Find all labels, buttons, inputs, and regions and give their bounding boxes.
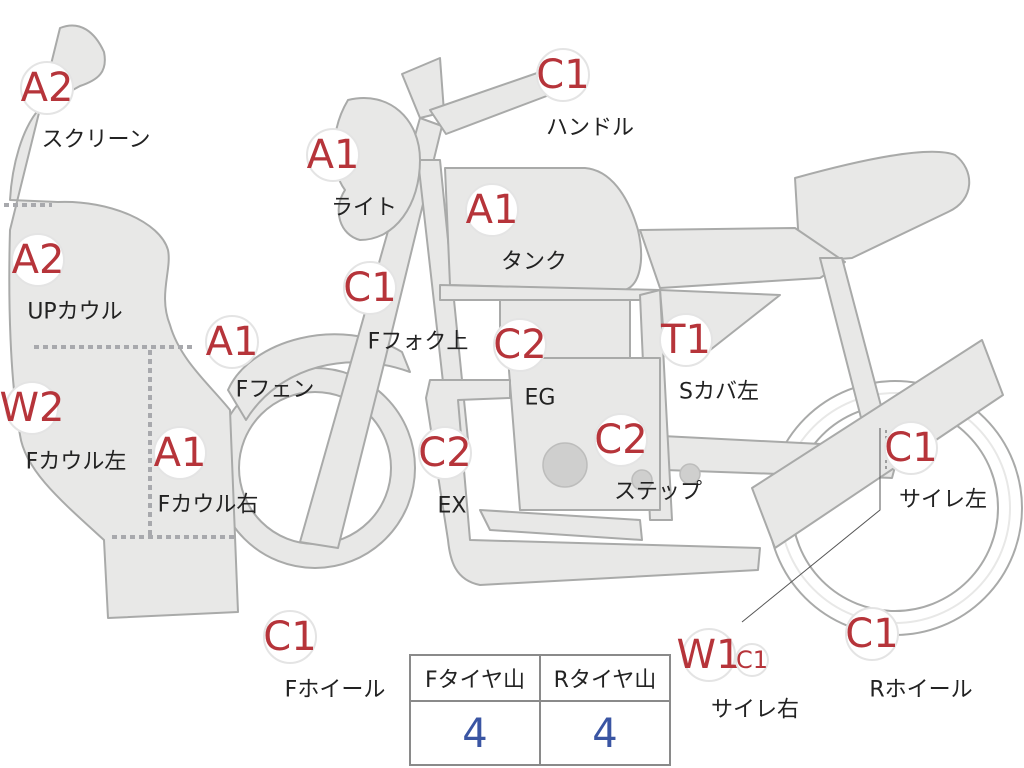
- tire-table-value-row: 4 4: [411, 702, 669, 766]
- motorcycle-silhouette: [4, 24, 1023, 636]
- badge-r-wheel: C1 Rホイール: [845, 607, 973, 703]
- badge-label: タンク: [501, 250, 567, 275]
- badge-exhaust: C2 EX: [418, 426, 472, 519]
- badge-label: Fフェン: [236, 378, 315, 403]
- badge-label: Fホイール: [285, 678, 386, 703]
- badge-label: Fフォク上: [368, 330, 469, 355]
- badge-label: ステップ: [614, 480, 702, 505]
- badge-grade: W1: [677, 632, 742, 678]
- badge-f-cowl-right: A1 Fカウル右: [153, 426, 259, 518]
- badge-up-cowl: A2 UPカウル: [11, 233, 123, 325]
- badge-f-fork-upper: C1 Fフォク上: [343, 261, 469, 355]
- badge-label: EX: [438, 494, 467, 519]
- badge-label: スクリーン: [42, 128, 151, 153]
- badge-label: Fカウル右: [158, 493, 259, 518]
- badge-label: Sカバ左: [679, 380, 759, 405]
- badge-grade: C2: [493, 322, 546, 368]
- badge-f-cowl-left: W2 Fカウル左: [0, 381, 127, 475]
- badge-grade: C1: [884, 425, 937, 471]
- tire-table-header-row: Fタイヤ山 Rタイヤ山: [411, 656, 669, 702]
- badge-label: サイレ左: [899, 488, 987, 513]
- rear-tire-value: 4: [539, 702, 669, 766]
- badge-grade: C1: [263, 614, 316, 660]
- badge-light: A1 ライト: [306, 128, 397, 221]
- badge-label: UPカウル: [27, 300, 122, 325]
- badge-grade-secondary: C1: [736, 646, 768, 674]
- badge-tank: A1 タンク: [465, 183, 567, 275]
- badge-label: EG: [525, 386, 556, 411]
- badge-grade: A1: [154, 430, 207, 476]
- badge-screen: A2 スクリーン: [20, 61, 151, 153]
- badge-grade: C1: [536, 52, 589, 98]
- tire-tread-table: Fタイヤ山 Rタイヤ山 4 4: [409, 654, 671, 766]
- badge-grade: C1: [343, 265, 396, 311]
- badge-grade: A2: [21, 65, 74, 111]
- badge-grade: C1: [845, 611, 898, 657]
- badge-label: ライト: [331, 196, 397, 221]
- badge-grade: A1: [206, 319, 259, 365]
- badge-handlebar: C1 ハンドル: [536, 48, 634, 141]
- badge-label: Fカウル左: [26, 450, 127, 475]
- badge-grade: W2: [0, 385, 65, 431]
- badge-grade: A2: [12, 237, 65, 283]
- rear-tire-header: Rタイヤ山: [539, 656, 669, 700]
- badge-label: Rホイール: [869, 678, 972, 703]
- badge-side-cover-left: T1 Sカバ左: [659, 313, 759, 405]
- badge-step: C2 ステップ: [594, 413, 702, 505]
- badge-f-wheel: C1 Fホイール: [263, 610, 386, 703]
- badge-grade: A1: [466, 187, 519, 233]
- front-tire-header: Fタイヤ山: [425, 668, 525, 693]
- badge-label: サイレ右: [711, 698, 799, 723]
- badge-grade: T1: [660, 317, 711, 363]
- badge-grade: C2: [418, 430, 471, 476]
- badge-silencer-right: W1 C1 サイレ右: [677, 628, 799, 723]
- badge-f-fender: A1 Fフェン: [205, 315, 315, 403]
- badge-grade: A1: [307, 132, 360, 178]
- badge-label: ハンドル: [546, 116, 634, 141]
- badge-engine: C2 EG: [493, 318, 556, 411]
- badge-silencer-left: C1 サイレ左: [884, 421, 987, 513]
- front-tire-value: 4: [462, 711, 488, 757]
- badge-grade: C2: [594, 417, 647, 463]
